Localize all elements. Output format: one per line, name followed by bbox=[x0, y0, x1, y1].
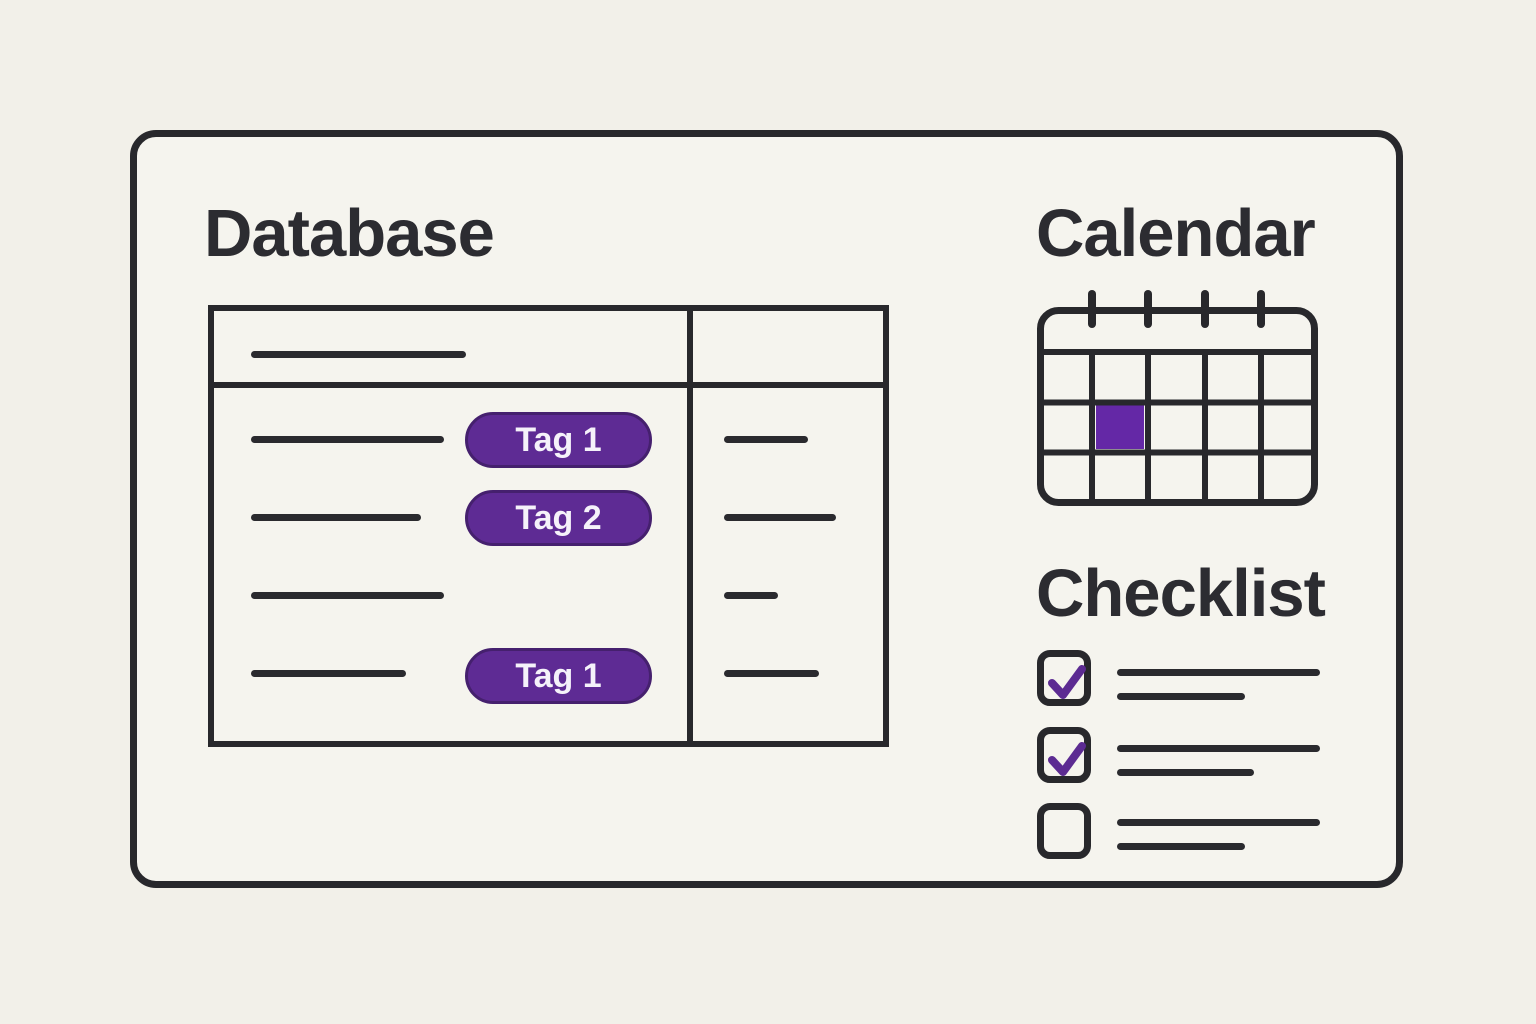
checklist-item3-line-long bbox=[1117, 819, 1320, 826]
row2-text-line bbox=[251, 514, 421, 521]
checklist-item1-line-short bbox=[1117, 693, 1245, 700]
checkbox-checked bbox=[1037, 727, 1091, 783]
check-icon bbox=[1048, 665, 1086, 699]
row1-value-line bbox=[724, 436, 808, 443]
row2-value-line bbox=[724, 514, 836, 521]
checklist-item2-line-long bbox=[1117, 745, 1320, 752]
checklist-item2-line-short bbox=[1117, 769, 1254, 776]
checklist-title: Checklist bbox=[1036, 556, 1326, 631]
tag-pill: Tag 2 bbox=[465, 490, 652, 546]
tag-pill: Tag 1 bbox=[465, 412, 652, 468]
binder-rings bbox=[1088, 290, 1265, 328]
calendar-highlight-cell bbox=[1096, 404, 1144, 449]
checkbox-unchecked bbox=[1037, 803, 1091, 859]
checkbox-checked bbox=[1037, 650, 1091, 706]
row1-text-line bbox=[251, 436, 444, 443]
checklist-item3-line-short bbox=[1117, 843, 1245, 850]
row4-value-line bbox=[724, 670, 819, 677]
header-text-line bbox=[251, 351, 466, 358]
database-table-header bbox=[214, 311, 883, 388]
calendar-icon bbox=[1037, 290, 1318, 506]
row3-text-line bbox=[251, 592, 444, 599]
database-title: Database bbox=[204, 196, 495, 271]
check-icon bbox=[1048, 742, 1086, 776]
tag-pill: Tag 1 bbox=[465, 648, 652, 704]
checklist-item1-line-long bbox=[1117, 669, 1320, 676]
calendar-title: Calendar bbox=[1036, 196, 1316, 271]
column-divider bbox=[687, 311, 693, 741]
row4-text-line bbox=[251, 670, 406, 677]
row3-value-line bbox=[724, 592, 778, 599]
